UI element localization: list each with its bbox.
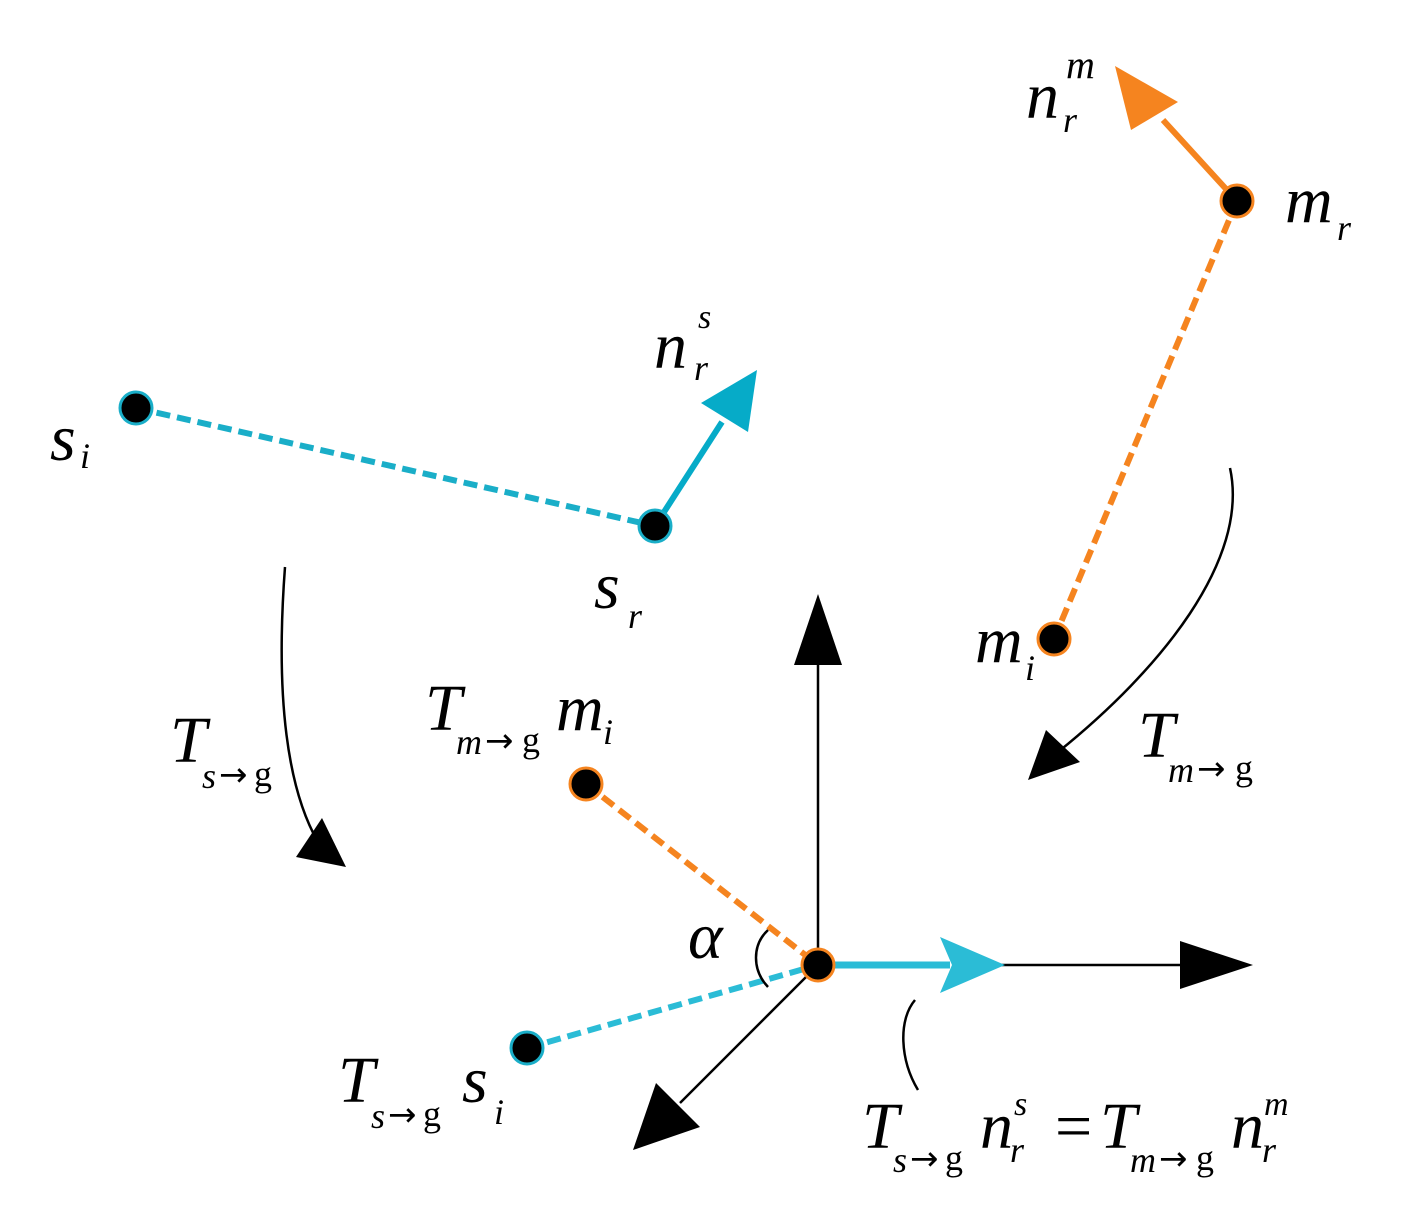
transform-s-curve (280, 566, 320, 843)
transform-m-curve (1057, 467, 1235, 753)
axis-z-arrowhead (633, 1083, 700, 1150)
point-sr (637, 508, 673, 544)
transformed-source-line (526, 962, 819, 1051)
label-alpha: α (688, 900, 724, 973)
point-si (118, 390, 154, 426)
label-Tsg: Ts→g (170, 704, 272, 796)
label-Tmg: Tm→g (1138, 699, 1253, 790)
model-normal-line (1160, 117, 1240, 204)
transformed-model-line (584, 781, 820, 968)
point-Tsg-si (509, 1030, 545, 1066)
axis-x-arrowhead (1180, 941, 1253, 989)
point-origin (800, 947, 836, 983)
transform-s-arrowhead (296, 818, 346, 867)
aligned-normal-arrowhead (940, 937, 1005, 993)
point-mr (1219, 183, 1255, 219)
axis-z (679, 964, 819, 1104)
source-normal-arrowhead (701, 370, 757, 432)
label-mi: mi (975, 604, 1035, 688)
point-Tmg-mi (568, 766, 604, 802)
point-mi (1036, 621, 1072, 657)
model-normal-arrowhead (1115, 66, 1178, 130)
equation-leader (902, 999, 920, 1091)
transform-m-arrowhead (1028, 730, 1080, 780)
model-correspondence-line (1051, 199, 1240, 641)
alpha-arc (754, 929, 769, 988)
source-normal-line (652, 420, 725, 528)
axis-y-arrowhead (794, 594, 842, 665)
source-correspondence-line (135, 405, 656, 529)
